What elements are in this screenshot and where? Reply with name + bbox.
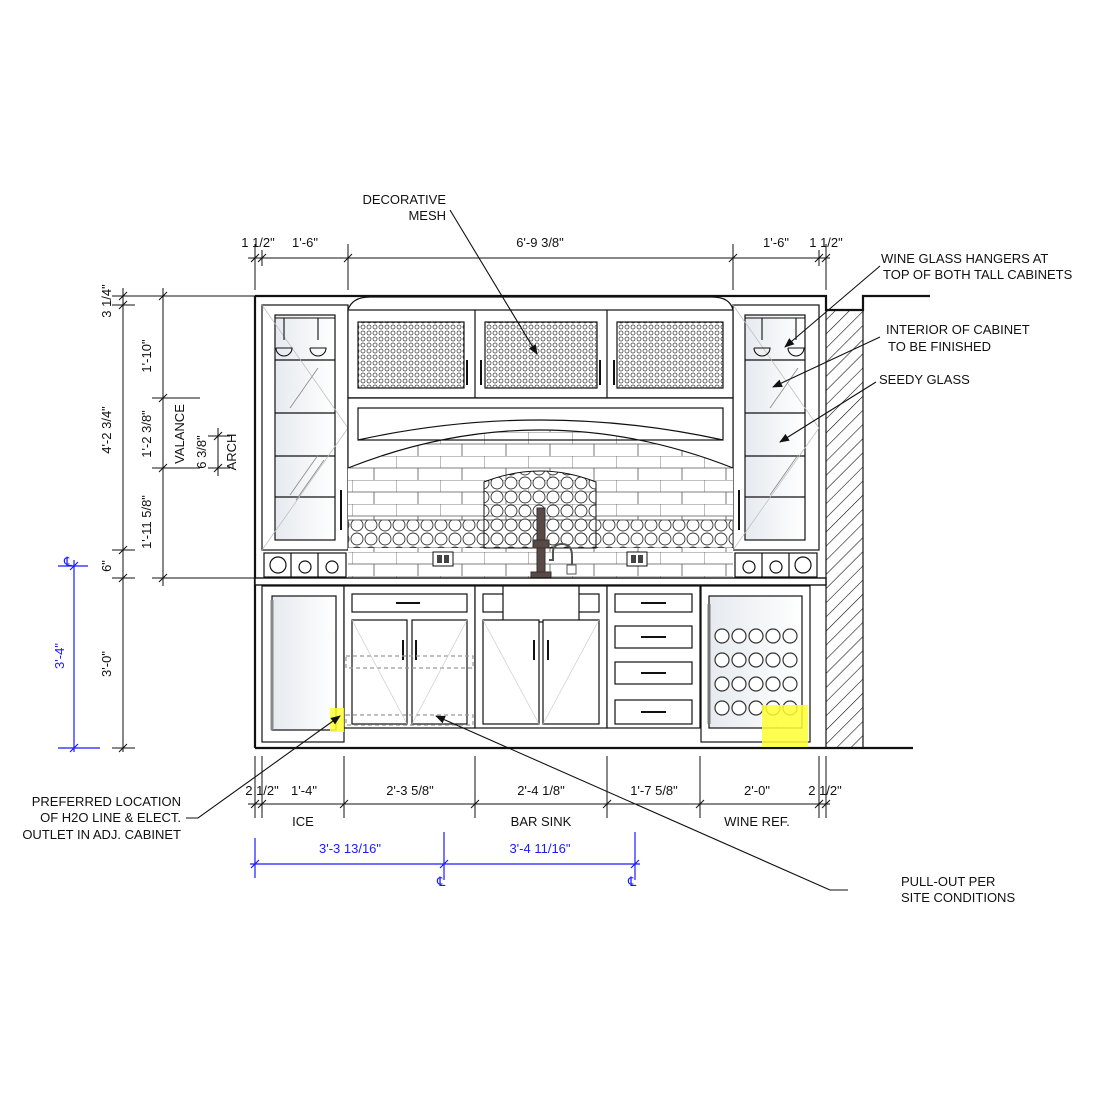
dim-blue-bottom-1: 3'-4 11/16"	[509, 841, 570, 856]
countertop	[254, 577, 827, 586]
label-decorative: DECORATIVE	[362, 192, 446, 207]
wine-bottle	[765, 676, 781, 692]
wine-bottle	[782, 676, 798, 692]
dim-top-0: 1 1/2"	[241, 235, 275, 250]
dim-left-6: 6"	[99, 560, 114, 572]
dim-left-2: 4'-2 3/4"	[99, 406, 114, 454]
wine-bottle	[782, 652, 798, 668]
wine-ref-highlight	[762, 705, 808, 747]
wine-bottle	[731, 652, 747, 668]
label-wine-ref: WINE REF.	[724, 814, 790, 829]
wine-bottle	[748, 676, 764, 692]
label-ice: ICE	[292, 814, 314, 829]
centerline-symbol-right: ℄	[627, 874, 637, 889]
dim-top-3: 1'-6"	[763, 235, 789, 250]
dim-bottom-6: 2 1/2"	[808, 783, 842, 798]
wine-bottle	[714, 652, 730, 668]
dim-left-5: 1'-11 5/8"	[139, 495, 154, 549]
label-arch: ARCH	[224, 434, 239, 471]
dim-bottom-2: 2'-3 5/8"	[386, 783, 434, 798]
wine-bottle	[765, 652, 781, 668]
label-bar-sink: BAR SINK	[511, 814, 572, 829]
wine-bottle	[748, 652, 764, 668]
dim-blue-left: 3'-4"	[52, 643, 67, 669]
dimension-lines	[112, 244, 831, 818]
right-tall-cabinet	[732, 304, 820, 578]
dim-top-2: 6'-9 3/8"	[516, 235, 564, 250]
dim-bottom-5: 2'-0"	[744, 783, 770, 798]
dim-bottom-4: 1'-7 5/8"	[630, 783, 678, 798]
label-preferred-2: OF H2O LINE & ELECT.	[40, 810, 181, 825]
dim-left-1: 1'-10"	[139, 339, 154, 373]
label-mesh: MESH	[408, 208, 446, 223]
dim-left-7: 3'-0"	[99, 651, 114, 677]
dim-top-4: 1 1/2"	[809, 235, 843, 250]
label-interior-1: INTERIOR OF CABINET	[886, 322, 1030, 337]
dim-bottom-1: 1'-4"	[291, 783, 317, 798]
dim-top-1: 1'-6"	[292, 235, 318, 250]
wine-glass-hangers-left	[275, 317, 335, 357]
label-seedy-glass: SEEDY GLASS	[879, 372, 970, 387]
label-pullout-2: SITE CONDITIONS	[901, 890, 1015, 905]
base-cabinet-sink	[474, 585, 608, 729]
label-wine-glass-2: TOP OF BOTH TALL CABINETS	[883, 267, 1073, 282]
leader-lines	[186, 209, 881, 891]
label-preferred-3: OUTLET IN ADJ. CABINET	[22, 827, 181, 842]
wine-bottle	[782, 628, 798, 644]
wine-bottle	[731, 676, 747, 692]
label-pullout-1: PULL-OUT PER	[901, 874, 995, 889]
base-cabinet-drawers	[606, 585, 701, 729]
wine-bottle	[748, 700, 764, 716]
centerline-symbol-mid: ℄	[436, 874, 446, 889]
dim-bottom-0: 2 1/2"	[245, 783, 279, 798]
wine-bottle	[765, 628, 781, 644]
wine-bottle	[748, 628, 764, 644]
valance-arch	[347, 397, 734, 469]
ice-maker	[261, 585, 345, 743]
left-tall-cabinet	[261, 304, 349, 578]
h2o-outlet-highlight	[330, 708, 344, 732]
label-preferred-1: PREFERRED LOCATION	[32, 794, 181, 809]
dim-left-3: 1'-2 3/8"	[139, 410, 154, 458]
centerline-dimensions	[58, 560, 640, 880]
wine-bottle	[714, 676, 730, 692]
dim-left-4: 6 3/8"	[194, 435, 209, 469]
wine-bottle	[714, 700, 730, 716]
wall-hatch	[825, 309, 864, 749]
upper-cabinets	[347, 296, 734, 399]
dim-blue-bottom-0: 3'-3 13/16"	[319, 841, 381, 856]
centerline-symbol-left: ℄	[63, 554, 73, 569]
wine-bottle	[731, 700, 747, 716]
dim-bottom-3: 2'-4 1/8"	[517, 783, 565, 798]
dim-left-0: 3 1/4"	[99, 284, 114, 318]
label-wine-glass-1: WINE GLASS HANGERS AT	[881, 251, 1048, 266]
wine-bottle	[714, 628, 730, 644]
wine-glass-hangers-right	[745, 317, 805, 357]
label-interior-2: TO BE FINISHED	[888, 339, 991, 354]
label-valance: VALANCE	[172, 404, 187, 464]
base-cabinet-left	[343, 585, 476, 729]
wine-bottle	[731, 628, 747, 644]
